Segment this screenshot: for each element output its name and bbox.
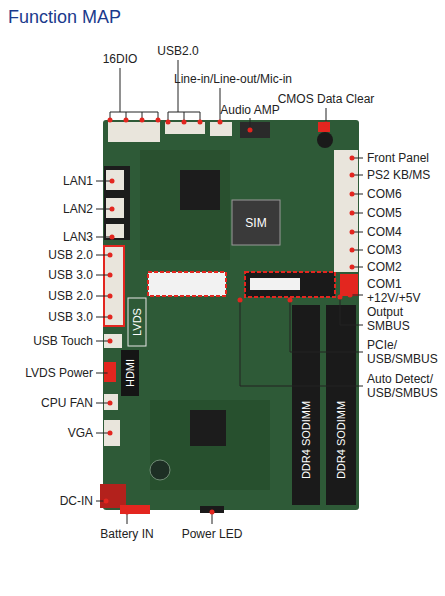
connector-label: USB 2.0 <box>48 289 93 303</box>
silkscreen-text: LVDS <box>130 308 144 336</box>
connector-label: VGA <box>68 426 93 440</box>
connector-label: COM4 <box>367 225 402 239</box>
connector-label: CMOS Data Clear <box>278 92 375 106</box>
connector-label: USB2.0 <box>157 44 198 58</box>
silkscreen-text: DDR4 SODIMM <box>299 401 313 479</box>
connector-label: CPU FAN <box>41 396 93 410</box>
connector-label: Line-in/Line-out/Mic-in <box>174 72 292 86</box>
silkscreen-text: DDR4 SODIMM <box>334 401 348 479</box>
connector-label: USB 2.0 <box>48 248 93 262</box>
connector-label: SMBUS <box>367 319 410 333</box>
connector-label: Audio AMP <box>220 103 279 117</box>
connector-label: Power LED <box>182 527 243 541</box>
connector-label: Battery IN <box>100 527 153 541</box>
connector-label: COM2 <box>367 260 402 274</box>
connector-label: COM3 <box>367 243 402 257</box>
connector-label: PCIe/ USB/SMBUS <box>367 338 437 366</box>
connector-label: PS2 KB/MS <box>367 168 430 182</box>
connector-label: USB Touch <box>33 334 93 348</box>
connector-label: LAN3 <box>63 230 93 244</box>
silkscreen-text: HDMI <box>123 359 137 387</box>
connector-label: LAN2 <box>63 202 93 216</box>
connector-label: COM1 <box>367 277 402 291</box>
connector-label: USB 3.0 <box>48 310 93 324</box>
connector-label: USB 3.0 <box>48 268 93 282</box>
connector-label: COM5 <box>367 206 402 220</box>
connector-label: Front Panel <box>367 151 429 165</box>
connector-label: Auto Detect/ USB/SMBUS <box>367 372 439 400</box>
connector-label: DC-IN <box>60 494 93 508</box>
page-title: Function MAP <box>8 6 121 28</box>
connector-label: COM6 <box>367 187 402 201</box>
connector-label: 16DIO <box>103 52 138 66</box>
connector-label: +12V/+5V Output <box>367 291 427 319</box>
silkscreen-text: SIM <box>245 216 266 230</box>
connector-label: LAN1 <box>63 174 93 188</box>
connector-label: LVDS Power <box>25 366 93 380</box>
